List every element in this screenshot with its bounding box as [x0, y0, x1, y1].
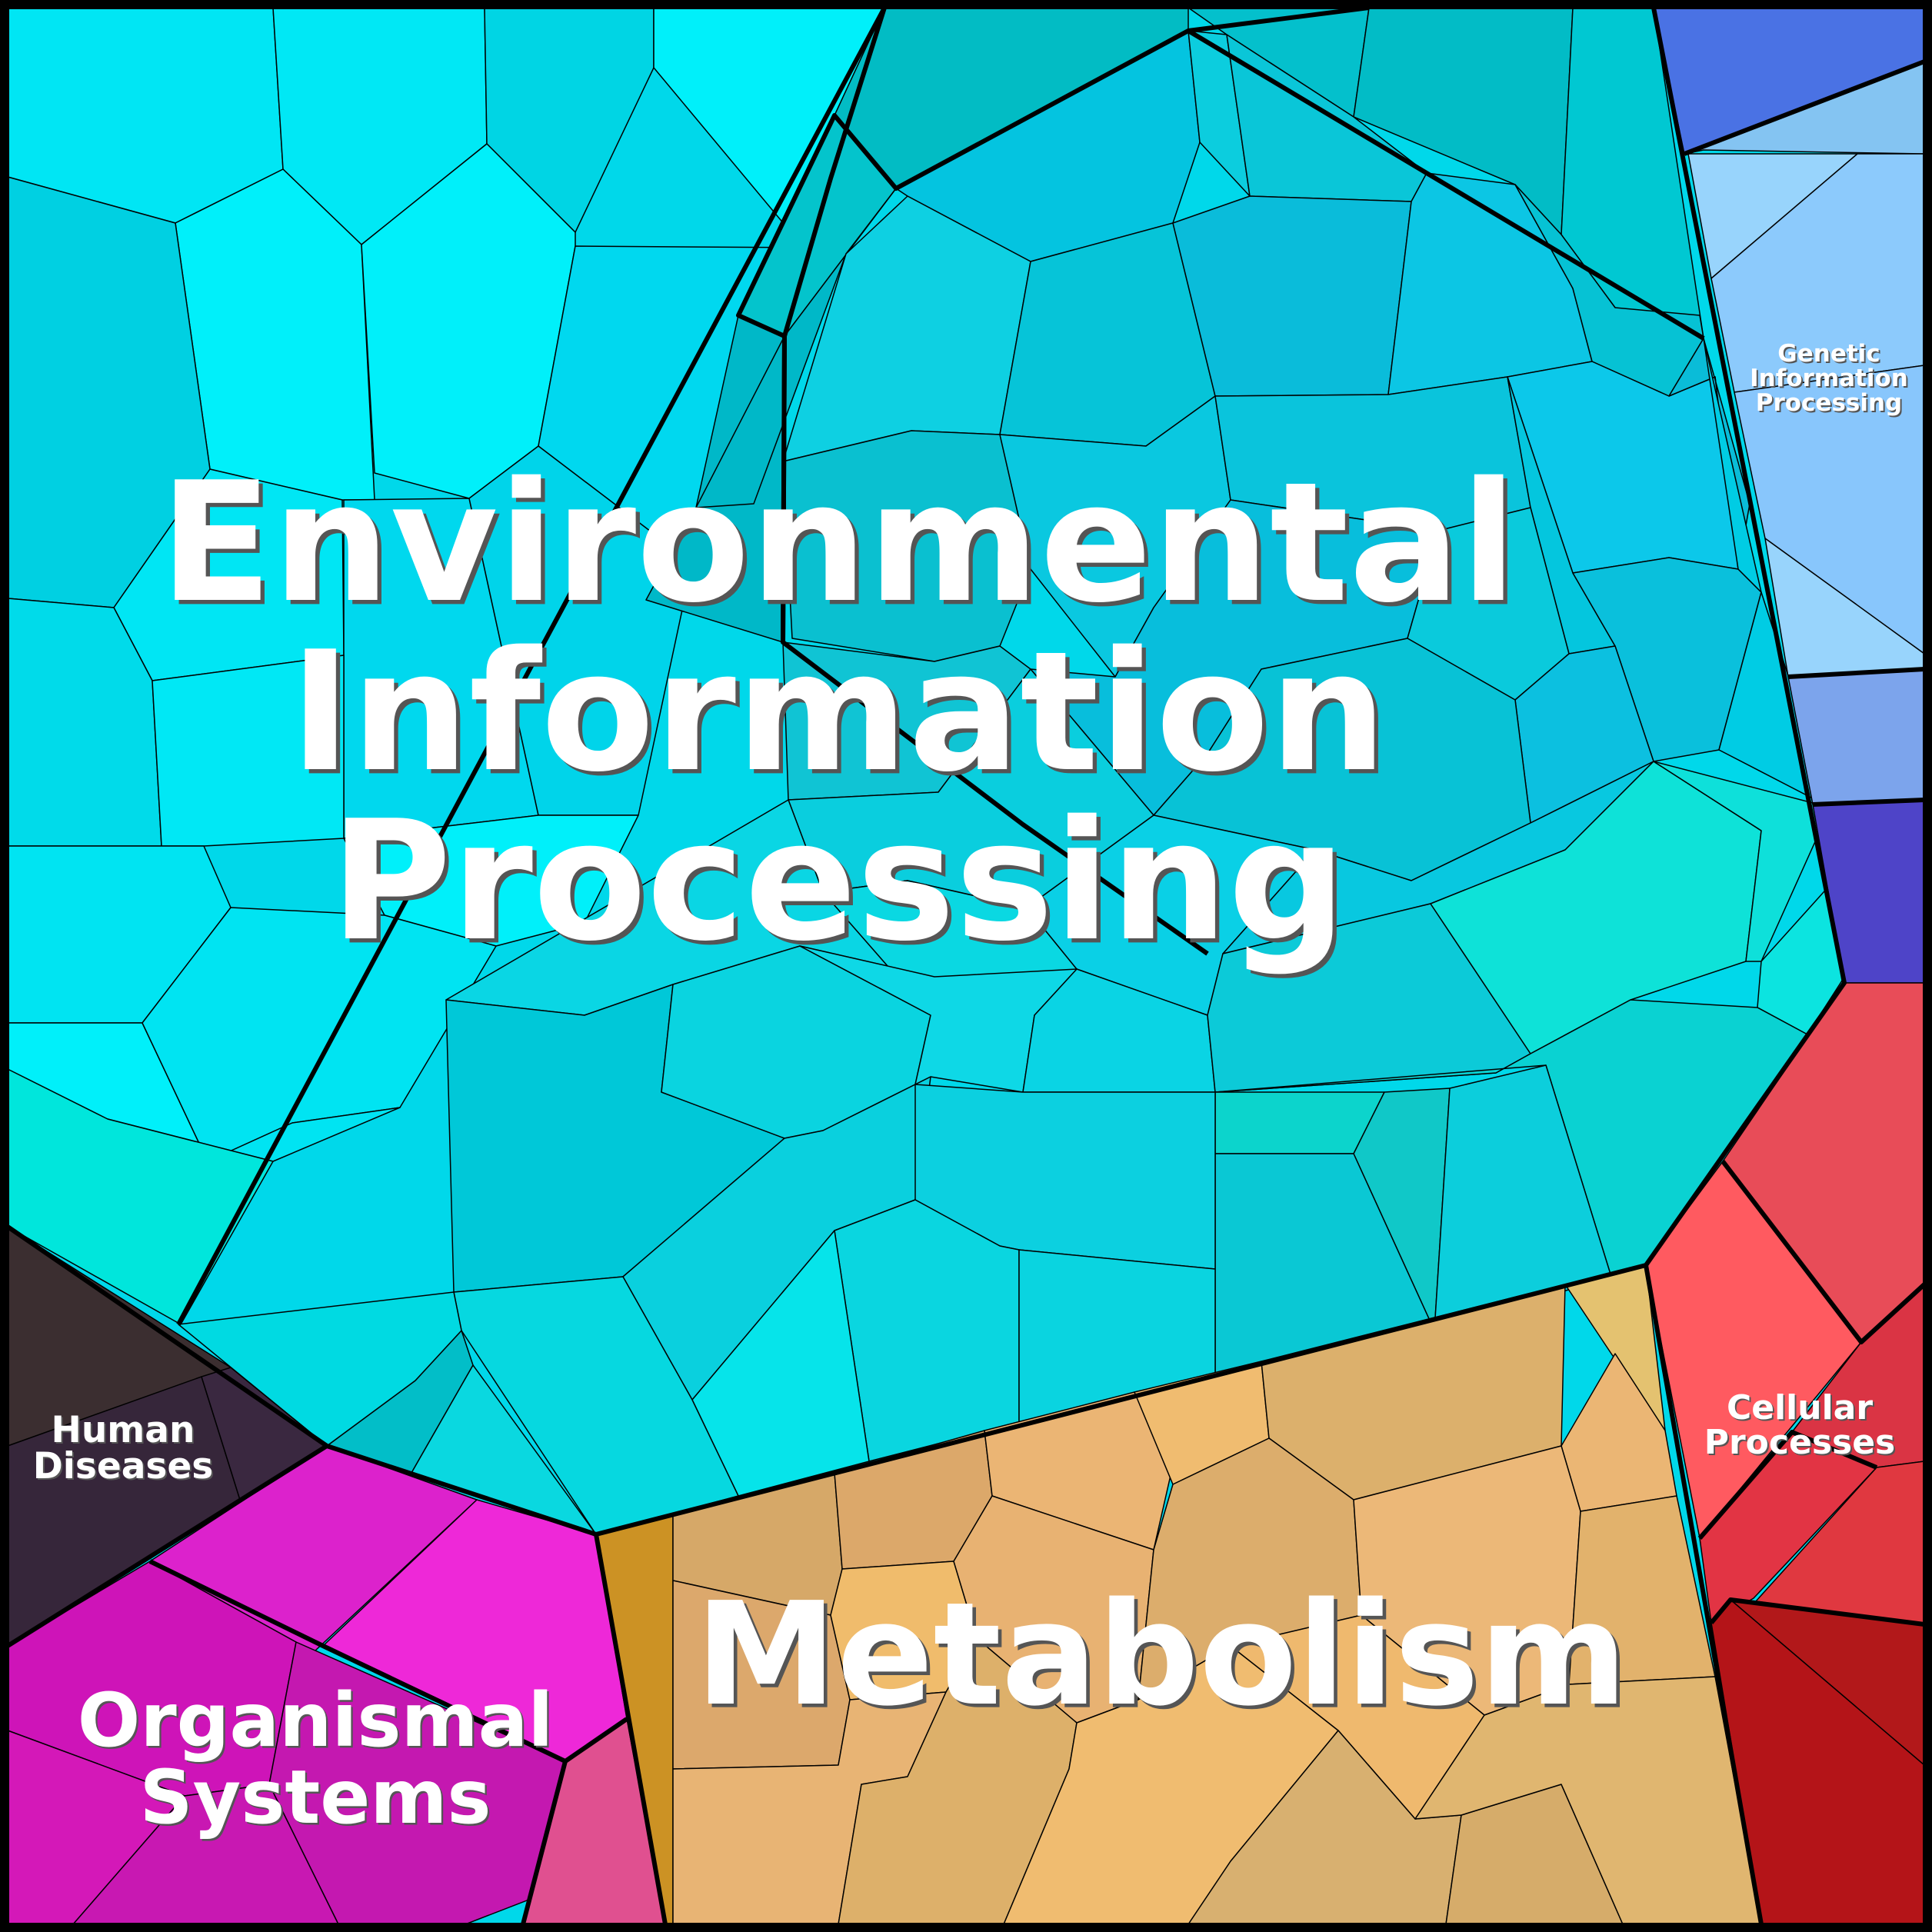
group-border [6, 1444, 328, 1648]
label-shadow: Metabolism [699, 1575, 1631, 1741]
group-label-line: Genetic [1777, 340, 1880, 368]
cells-layer [7, 7, 1925, 1925]
group-border [521, 1760, 568, 1925]
label-shadow: Systems [142, 1756, 493, 1842]
group-label-line: Information [1750, 365, 1908, 392]
cell-environmental [1172, 195, 1412, 397]
group-border [1709, 1597, 1925, 1627]
label-shadow: Genetic [1779, 341, 1881, 369]
label-shadow: Diseases [35, 1447, 215, 1489]
group-border [1187, 28, 1705, 341]
group-label-line: Environmental [159, 446, 1517, 639]
group-label-line: Organismal [78, 1677, 554, 1764]
labels-layer: EnvironmentalEnvironmentalInformationInf… [33, 340, 1910, 1842]
group-label-line: Systems [139, 1754, 491, 1840]
group-border [6, 7, 1847, 1537]
group-border [1697, 1430, 1878, 1540]
cell-environmental [1653, 761, 1831, 962]
label-shadow: Environmental [164, 450, 1521, 643]
label-shadow: Human [53, 1411, 197, 1453]
group-border [1812, 798, 1925, 807]
label-environmental: EnvironmentalEnvironmentalInformationInf… [159, 446, 1521, 981]
label-shadow: Cellular [1728, 1390, 1874, 1429]
group-borders-layer [6, 5, 1927, 1925]
group-border [1644, 1264, 1764, 1925]
label-shadow: Processes [1706, 1424, 1897, 1464]
group-border [1720, 1160, 1927, 1344]
label-shadow: Processing [1757, 391, 1904, 418]
group-label-line: Diseases [33, 1445, 214, 1487]
group-border [1683, 59, 1926, 156]
group-label-line: Processing [1756, 389, 1903, 417]
cell-environmental [782, 430, 1031, 662]
cell-metabolism [984, 1391, 1174, 1551]
group-label-line: Human [52, 1409, 195, 1451]
cell-environmental [468, 445, 693, 816]
cell-genetic [1787, 668, 1925, 805]
cell-environmental [695, 188, 897, 508]
group-label-line: Metabolism [695, 1571, 1627, 1737]
group-border [176, 6, 887, 1326]
label-genetic: GeneticGeneticInformationInformationProc… [1750, 340, 1910, 418]
group-border [594, 1534, 668, 1925]
group-border [148, 1559, 628, 1764]
label-shadow: Information [294, 619, 1391, 812]
label-shadow: Organismal [79, 1679, 555, 1765]
label-shadow: Information [1751, 366, 1910, 394]
group-label-line: Processing [330, 784, 1346, 978]
group-label-line: Cellular [1727, 1388, 1873, 1427]
group-label-line: Processes [1704, 1423, 1896, 1462]
group-label-line: Information [290, 615, 1387, 808]
cell-environmental [152, 655, 345, 847]
label-shadow: Processing [335, 788, 1351, 981]
group-border [1787, 667, 1925, 679]
